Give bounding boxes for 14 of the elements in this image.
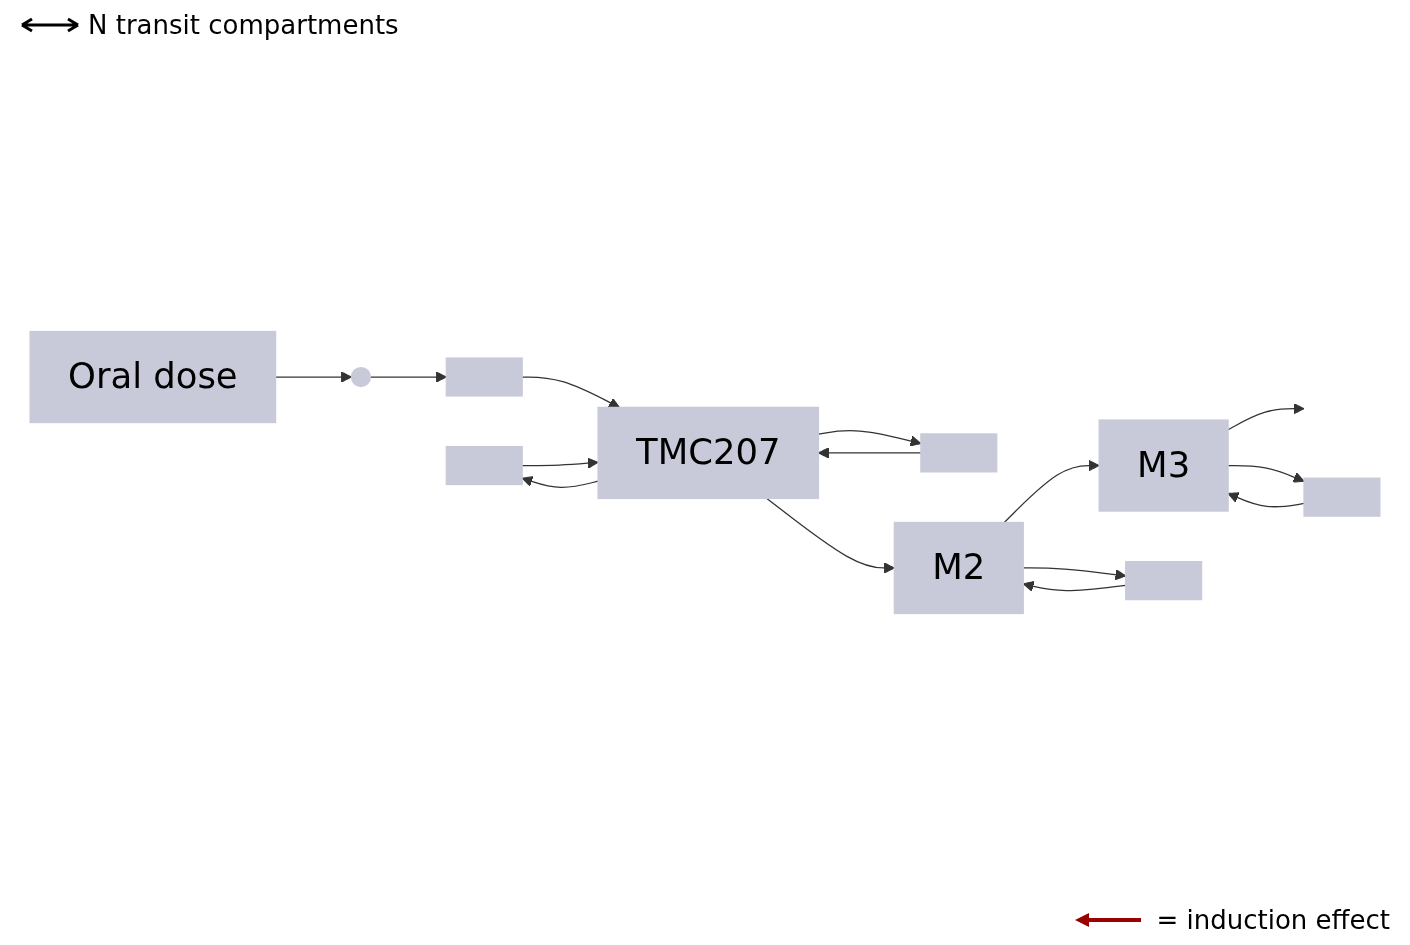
node-box bbox=[445, 445, 523, 486]
arrow bbox=[1003, 460, 1100, 524]
node-circle bbox=[350, 366, 372, 388]
legend-text: = induction effect bbox=[1156, 905, 1390, 935]
node-box: TMC207 bbox=[597, 406, 820, 500]
annotation-text: N transit compartments bbox=[88, 10, 399, 40]
arrow bbox=[766, 497, 895, 574]
node-box: Oral dose bbox=[29, 330, 277, 424]
node-box bbox=[445, 357, 523, 397]
node-box: M2 bbox=[893, 521, 1024, 615]
node-box bbox=[1125, 561, 1203, 601]
node-box: M3 bbox=[1098, 419, 1229, 512]
node-box bbox=[1303, 477, 1381, 517]
node-box bbox=[920, 433, 998, 473]
